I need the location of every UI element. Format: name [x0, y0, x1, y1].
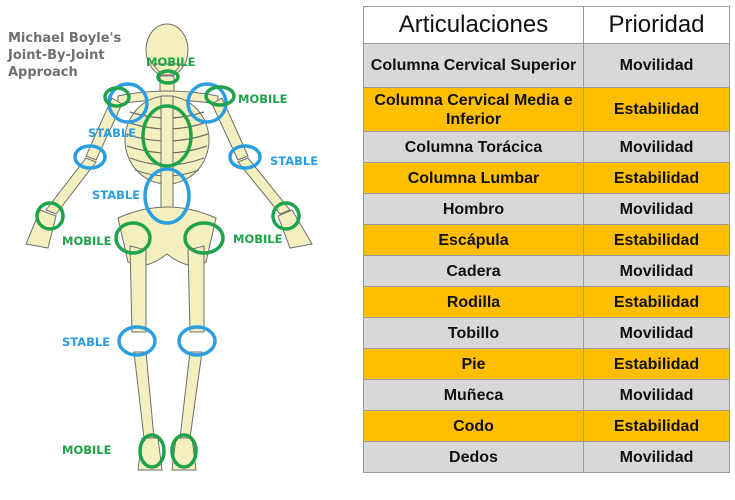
label-stable-arm-left: STABLE — [88, 126, 136, 140]
ring-right-wrist — [271, 201, 301, 231]
joint-cell: Columna Cervical Superior — [363, 43, 584, 88]
ring-right-elbow — [228, 144, 262, 170]
left-tibia — [133, 351, 155, 439]
label-mobile-shoulder: MOBILE — [238, 92, 288, 106]
ring-lumbar — [143, 167, 191, 225]
ring-left-shoulder-mobile — [103, 86, 131, 108]
left-forearm — [45, 157, 97, 215]
joint-cell: Pie — [363, 348, 584, 380]
joint-cell: Dedos — [363, 441, 584, 473]
ring-right-shoulder-mobile — [204, 85, 236, 107]
priority-cell: Movilidad — [583, 255, 730, 287]
right-tibia — [179, 351, 203, 439]
ring-left-ankle — [138, 433, 166, 469]
ring-left-wrist — [35, 201, 65, 231]
joint-cell: Columna Torácica — [363, 131, 584, 163]
label-mobile-hip-left: MOBILE — [62, 234, 112, 248]
priority-cell: Estabilidad — [583, 348, 730, 380]
joint-rings — [35, 69, 301, 469]
ring-right-hip — [183, 221, 225, 255]
diagram-title-line-3: Approach — [8, 65, 78, 80]
diagram-title-line-2: Joint-By-Joint — [7, 48, 105, 63]
joint-cell: Rodilla — [363, 286, 584, 318]
joint-cell: Codo — [363, 410, 584, 442]
priority-cell: Movilidad — [583, 379, 730, 411]
priority-cell: Movilidad — [583, 131, 730, 163]
joint-by-joint-diagram: Michael Boyle's Joint-By-Joint Approach — [7, 23, 318, 471]
label-stable-lumbar: STABLE — [92, 188, 140, 202]
ring-right-knee — [177, 325, 217, 357]
label-mobile-neck: MOBILE — [146, 55, 196, 69]
ring-thoracic — [141, 104, 193, 168]
right-humerus — [211, 97, 249, 161]
table-header-row: Articulaciones Prioridad — [363, 6, 730, 44]
header-joints: Articulaciones — [363, 6, 584, 44]
right-femur — [187, 245, 205, 333]
priority-cell: Movilidad — [583, 43, 730, 88]
label-stable-knee: STABLE — [62, 335, 110, 349]
label-mobile-feet: MOBILE — [62, 443, 112, 457]
priority-cell: Movilidad — [583, 193, 730, 225]
priority-cell: Movilidad — [583, 441, 730, 473]
priority-cell: Movilidad — [583, 317, 730, 349]
priority-table: Articulaciones Prioridad Columna Cervica… — [363, 6, 730, 473]
joint-cell: Escápula — [363, 224, 584, 256]
joint-cell: Columna Lumbar — [363, 162, 584, 194]
label-mobile-hip-right: MOBILE — [233, 232, 283, 246]
priority-cell: Estabilidad — [583, 224, 730, 256]
header-priority: Prioridad — [583, 6, 730, 44]
ring-left-elbow — [73, 144, 107, 170]
ring-left-knee — [117, 325, 157, 357]
ring-neck — [156, 69, 180, 85]
label-stable-arm-right: STABLE — [270, 154, 318, 168]
ring-right-ankle — [170, 433, 198, 469]
joint-cell: Tobillo — [363, 317, 584, 349]
priority-cell: Estabilidad — [583, 286, 730, 318]
left-hand — [25, 209, 57, 249]
ring-left-hip — [114, 221, 152, 255]
joint-cell: Muñeca — [363, 379, 584, 411]
priority-cell: Estabilidad — [583, 410, 730, 442]
priority-cell: Estabilidad — [583, 162, 730, 194]
diagram-title-line-1: Michael Boyle's — [8, 31, 121, 46]
joint-cell: Columna Cervical Media e Inferior — [363, 87, 584, 132]
right-hand — [277, 209, 313, 249]
joint-cell: Hombro — [363, 193, 584, 225]
left-femur — [129, 245, 147, 333]
joint-cell: Cadera — [363, 255, 584, 287]
spine — [160, 95, 174, 217]
priority-cell: Estabilidad — [583, 87, 730, 132]
right-forearm — [237, 157, 291, 215]
